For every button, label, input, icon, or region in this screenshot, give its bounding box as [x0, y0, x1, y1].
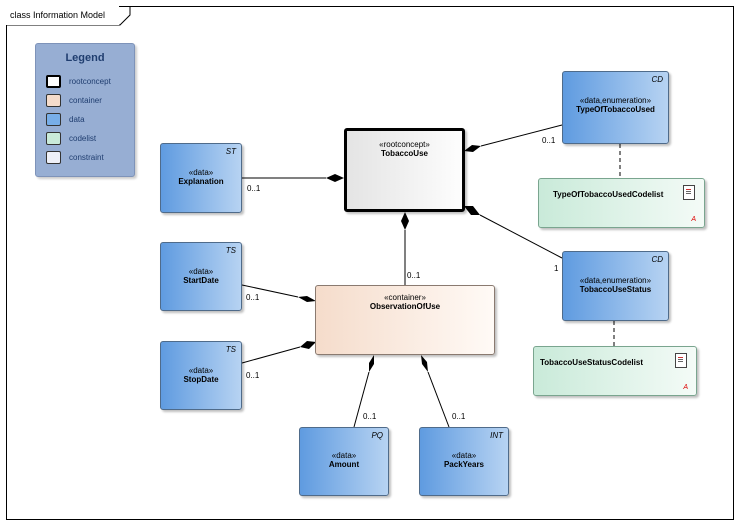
- legend-swatch: [46, 151, 61, 164]
- node-stereotype: «data,enumeration»: [579, 96, 652, 105]
- node-name: StopDate: [183, 375, 219, 384]
- frame-tab-outline: [6, 6, 131, 26]
- node-stop-date[interactable]: TS «data» StopDate: [160, 341, 242, 410]
- node-stereotype: «data»: [188, 366, 214, 375]
- node-type-tag: PQ: [371, 431, 383, 440]
- diamond-amount: [369, 355, 374, 372]
- node-stereotype: «data»: [451, 451, 477, 460]
- diamond-explanation: [326, 174, 344, 182]
- mult-tobacco-status: 1: [554, 264, 559, 273]
- mult-stop-date: 0..1: [246, 371, 260, 380]
- node-type-tag: CD: [651, 75, 663, 84]
- node-start-date[interactable]: TS «data» StartDate: [160, 242, 242, 311]
- node-name: Explanation: [178, 177, 224, 186]
- node-tobacco-use[interactable]: «rootconcept» TobaccoUse: [344, 128, 465, 212]
- legend-title: Legend: [65, 52, 105, 64]
- diamond-pack-years: [421, 355, 428, 372]
- connector-pack-years: [427, 371, 450, 428]
- node-name: TobaccoUseStatusCodelist: [540, 358, 643, 367]
- node-pack-years[interactable]: INT «data» PackYears: [419, 427, 509, 496]
- legend-swatch: [46, 94, 61, 107]
- mult-explanation: 0..1: [247, 184, 261, 193]
- node-type-tag: TS: [225, 345, 236, 354]
- legend-swatch: [46, 75, 61, 88]
- node-tobacco-use-status-codelist[interactable]: TobaccoUseStatusCodelist A: [533, 346, 697, 396]
- mult-type-of-tobacco: 0..1: [542, 136, 556, 145]
- document-icon: [675, 353, 687, 368]
- node-explanation[interactable]: ST «data» Explanation: [160, 143, 242, 213]
- node-name: StartDate: [183, 276, 219, 285]
- node-name: TobaccoUse: [381, 149, 428, 158]
- abstract-marker-icon: A: [683, 384, 688, 391]
- node-name: ObservationOfUse: [369, 302, 441, 311]
- node-type-of-tobacco-used-codelist[interactable]: TypeOfTobaccoUsedCodelist A: [538, 178, 705, 228]
- node-name: TobaccoUseStatus: [579, 285, 652, 294]
- legend-label: constraint: [69, 153, 104, 162]
- node-type-tag: CD: [651, 255, 663, 264]
- diamond-stop-date: [300, 341, 316, 349]
- node-stereotype: «data»: [188, 168, 214, 177]
- diamond-observation: [401, 212, 409, 230]
- legend-label: data: [69, 115, 85, 124]
- node-stereotype: «container»: [384, 293, 426, 302]
- node-name: TypeOfTobaccoUsedCodelist: [553, 190, 664, 199]
- abstract-marker-icon: A: [691, 216, 696, 223]
- diamond-start-date: [298, 296, 316, 302]
- node-type-of-tobacco-used[interactable]: CD «data,enumeration» TypeOfTobaccoUsed: [562, 71, 669, 144]
- node-name: TypeOfTobaccoUsed: [576, 105, 655, 114]
- node-stereotype: «data,enumeration»: [579, 276, 652, 285]
- connector-start-date: [241, 284, 299, 298]
- connector-tobacco-status: [479, 214, 563, 259]
- node-type-tag: TS: [225, 246, 236, 255]
- legend-swatch: [46, 132, 61, 145]
- node-amount[interactable]: PQ «data» Amount: [299, 427, 389, 496]
- node-stereotype: «data»: [188, 267, 214, 276]
- node-observation-of-use[interactable]: «container» ObservationOfUse: [315, 285, 495, 355]
- node-name: PackYears: [443, 460, 485, 469]
- legend-label: rootconcept: [69, 77, 111, 86]
- mult-observation: 0..1: [407, 271, 421, 280]
- mult-start-date: 0..1: [246, 293, 260, 302]
- connector-amount: [353, 371, 370, 428]
- legend: Legend rootconcept container data codeli…: [35, 43, 135, 177]
- diamond-tobacco-status: [464, 206, 480, 215]
- connector-type-of-tobacco: [480, 124, 563, 147]
- node-type-tag: ST: [225, 147, 236, 156]
- legend-swatch: [46, 113, 61, 126]
- mult-amount: 0..1: [363, 412, 377, 421]
- node-type-tag: INT: [490, 431, 503, 440]
- node-stereotype: «data»: [331, 451, 357, 460]
- node-stereotype: «rootconcept»: [379, 140, 430, 149]
- node-tobacco-use-status[interactable]: CD «data,enumeration» TobaccoUseStatus: [562, 251, 669, 321]
- connector-stop-date: [241, 346, 301, 364]
- legend-label: codelist: [69, 134, 97, 143]
- frame-title: class Information Model: [6, 6, 120, 25]
- diamond-type-of-tobacco: [464, 145, 481, 152]
- node-name: Amount: [328, 460, 360, 469]
- legend-label: container: [69, 96, 102, 105]
- mult-pack-years: 0..1: [452, 412, 466, 421]
- document-icon: [683, 185, 695, 200]
